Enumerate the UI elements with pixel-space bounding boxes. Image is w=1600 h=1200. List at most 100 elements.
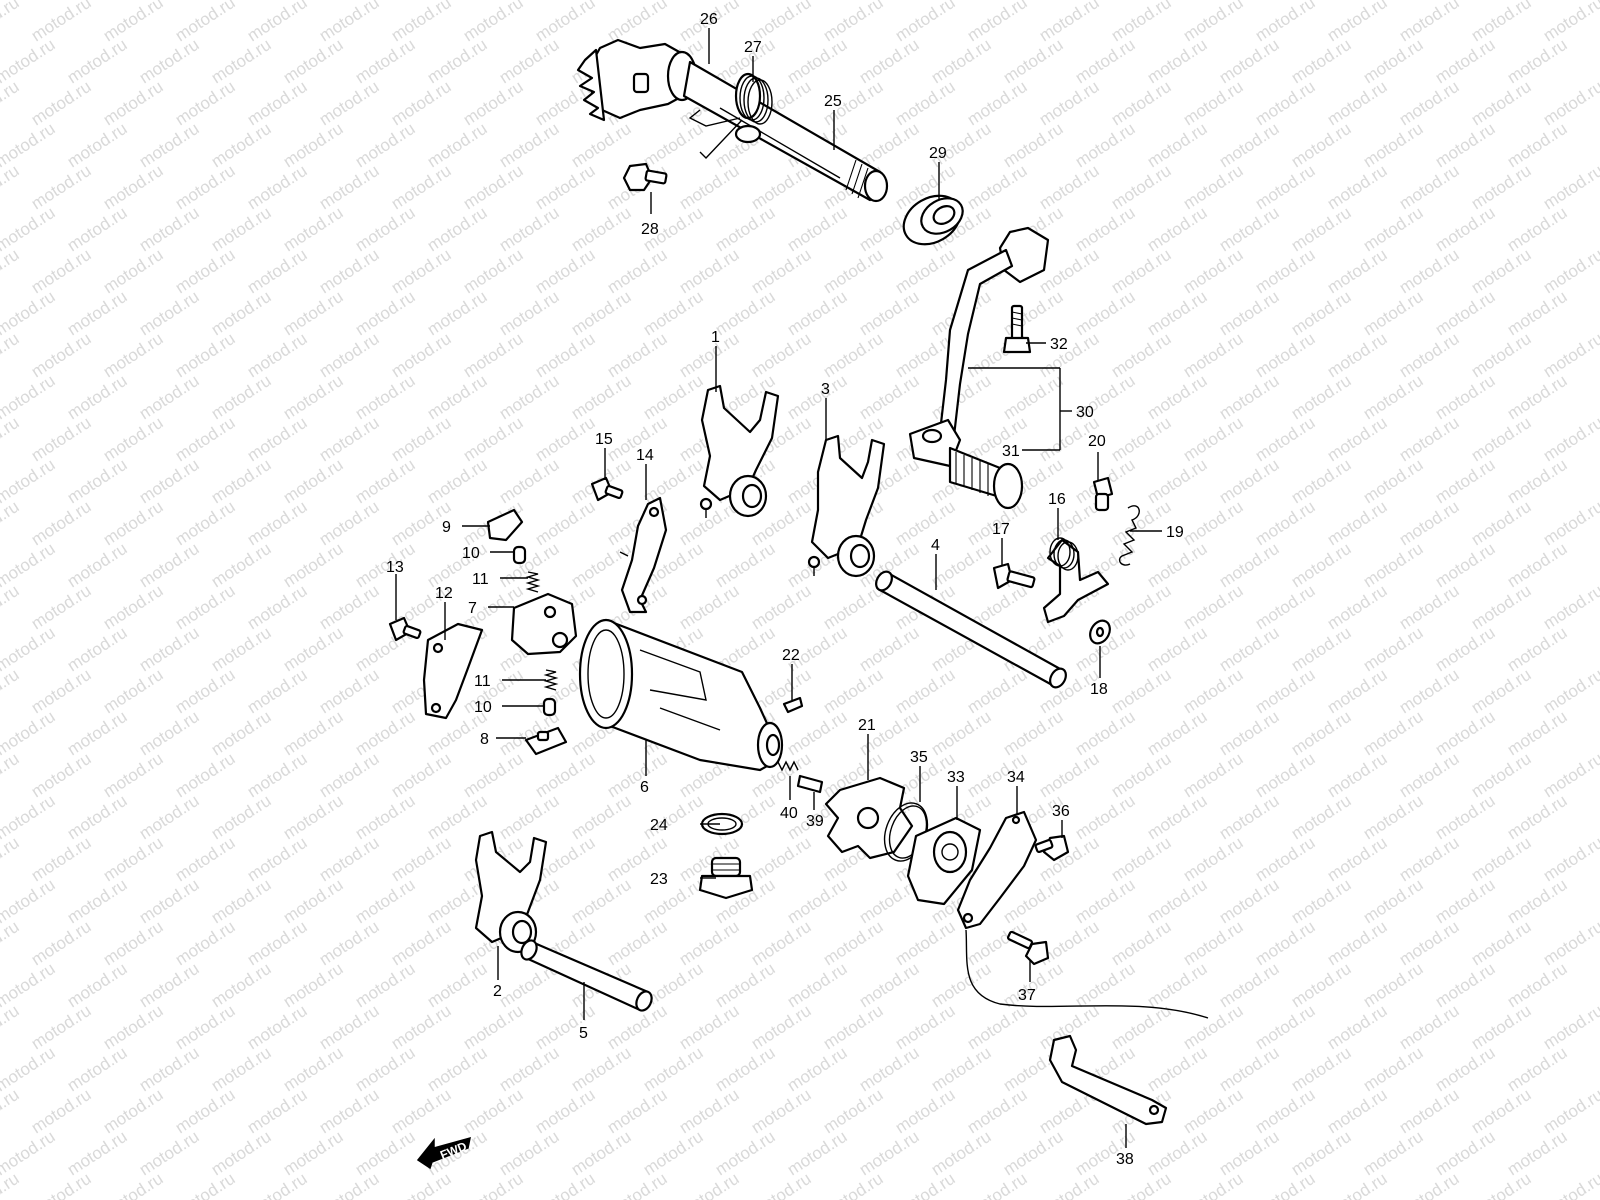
watermark-text: motod.ru — [640, 119, 707, 171]
watermark-text: motod.ru — [28, 581, 95, 633]
watermark-text: motod.ru — [64, 35, 131, 87]
watermark-text: motod.ru — [1108, 749, 1175, 801]
watermark-text: motod.ru — [1072, 791, 1139, 843]
watermark-text: motod.ru — [1360, 707, 1427, 759]
callout-15: 15 — [595, 431, 613, 448]
watermark-text: motod.ru — [280, 119, 347, 171]
watermark-text: motod.ru — [172, 749, 239, 801]
watermark-text: motod.ru — [1252, 161, 1319, 213]
watermark-text: motod.ru — [1216, 1127, 1283, 1179]
watermark-text: motod.ru — [1504, 371, 1571, 423]
watermark-text: motod.ru — [64, 371, 131, 423]
callout-11-lower: 11 — [474, 673, 491, 690]
callout-27: 27 — [744, 39, 762, 56]
watermark-text: motod.ru — [352, 35, 419, 87]
watermark-text: motod.ru — [1504, 203, 1571, 255]
watermark-text: motod.ru — [892, 77, 959, 129]
watermark-text: motod.ru — [1000, 1127, 1067, 1179]
part-30-gearshift-lever — [908, 226, 1050, 468]
watermark-text: motod.ru — [460, 0, 527, 45]
watermark-text: motod.ru — [172, 329, 239, 381]
watermark-text: motod.ru — [0, 833, 22, 885]
watermark-text: motod.ru — [64, 707, 131, 759]
watermark-text: motod.ru — [28, 1085, 95, 1137]
watermark-text: motod.ru — [532, 497, 599, 549]
watermark-text: motod.ru — [1216, 287, 1283, 339]
watermark-text: motod.ru — [172, 161, 239, 213]
watermark-text: motod.ru — [352, 119, 419, 171]
watermark-text: motod.ru — [316, 77, 383, 129]
watermark-text: motod.ru — [136, 707, 203, 759]
watermark-text: motod.ru — [208, 791, 275, 843]
watermark-text: motod.ru — [136, 1043, 203, 1095]
watermark-text: motod.ru — [28, 497, 95, 549]
watermark-text: motod.ru — [1324, 1169, 1391, 1200]
watermark-text: motod.ru — [784, 203, 851, 255]
watermark-text: motod.ru — [28, 329, 95, 381]
watermark-text: motod.ru — [712, 539, 779, 591]
watermark-text: motod.ru — [460, 245, 527, 297]
callout-7: 7 — [468, 600, 477, 617]
watermark-text: motod.ru — [208, 203, 275, 255]
watermark-text: motod.ru — [208, 623, 275, 675]
watermark-text: motod.ru — [892, 1085, 959, 1137]
callout-19: 19 — [1166, 524, 1184, 541]
watermark-text: motod.ru — [532, 1085, 599, 1137]
watermark-text: motod.ru — [28, 413, 95, 465]
watermark-text: motod.ru — [964, 77, 1031, 129]
watermark-text: motod.ru — [1540, 1001, 1600, 1053]
watermark-text: motod.ru — [1252, 245, 1319, 297]
watermark-text: motod.ru — [352, 875, 419, 927]
part-21-cam-plate — [824, 776, 914, 860]
watermark-text: motod.ru — [892, 0, 959, 45]
watermark-text: motod.ru — [1144, 455, 1211, 507]
watermark-text: motod.ru — [316, 413, 383, 465]
watermark-text: motod.ru — [568, 371, 635, 423]
callout-37: 37 — [1018, 987, 1036, 1004]
watermark-text: motod.ru — [28, 161, 95, 213]
part-4-fork-shaft — [875, 570, 1067, 689]
watermark-text: motod.ru — [0, 161, 22, 213]
callout-22: 22 — [782, 647, 800, 664]
watermark-text: motod.ru — [100, 245, 167, 297]
watermark-text: motod.ru — [244, 1085, 311, 1137]
watermark-text: motod.ru — [460, 1085, 527, 1137]
watermark-text: motod.ru — [1468, 329, 1535, 381]
watermark-text: motod.ru — [280, 371, 347, 423]
watermark-text: motod.ru — [712, 959, 779, 1011]
callout-16: 16 — [1048, 491, 1066, 508]
watermark-text: motod.ru — [568, 119, 635, 171]
watermark-text: motod.ru — [1072, 707, 1139, 759]
part-31-lever-rubber — [948, 446, 1024, 510]
watermark-text: motod.ru — [208, 35, 275, 87]
watermark-text: motod.ru — [1288, 287, 1355, 339]
watermark-text: motod.ru — [280, 203, 347, 255]
watermark-text: motod.ru — [1396, 833, 1463, 885]
watermark-text: motod.ru — [1144, 791, 1211, 843]
watermark-text: motod.ru — [1216, 455, 1283, 507]
part-22-pin — [782, 696, 804, 714]
watermark-text: motod.ru — [1000, 707, 1067, 759]
watermark-text: motod.ru — [136, 119, 203, 171]
watermark-text: motod.ru — [100, 1085, 167, 1137]
watermark-text: motod.ru — [1504, 791, 1571, 843]
watermark-text: motod.ru — [172, 1001, 239, 1053]
watermark-text: motod.ru — [1108, 329, 1175, 381]
watermark-text: motod.ru — [1360, 287, 1427, 339]
watermark-text: motod.ru — [28, 245, 95, 297]
watermark-text: motod.ru — [1108, 161, 1175, 213]
watermark-text: motod.ru — [1396, 77, 1463, 129]
watermark-text: motod.ru — [1144, 539, 1211, 591]
callout-26: 26 — [700, 11, 718, 28]
watermark-text: motod.ru — [1180, 665, 1247, 717]
watermark-text: motod.ru — [820, 245, 887, 297]
watermark-text: motod.ru — [28, 917, 95, 969]
watermark-text: motod.ru — [1108, 0, 1175, 45]
watermark-text: motod.ru — [1432, 371, 1499, 423]
watermark-text: motod.ru — [0, 497, 22, 549]
watermark-text: motod.ru — [532, 161, 599, 213]
watermark-text: motod.ru — [496, 35, 563, 87]
callout-2: 2 — [493, 983, 502, 1000]
watermark-text: motod.ru — [1324, 1085, 1391, 1137]
watermark-text: motod.ru — [28, 1169, 95, 1200]
